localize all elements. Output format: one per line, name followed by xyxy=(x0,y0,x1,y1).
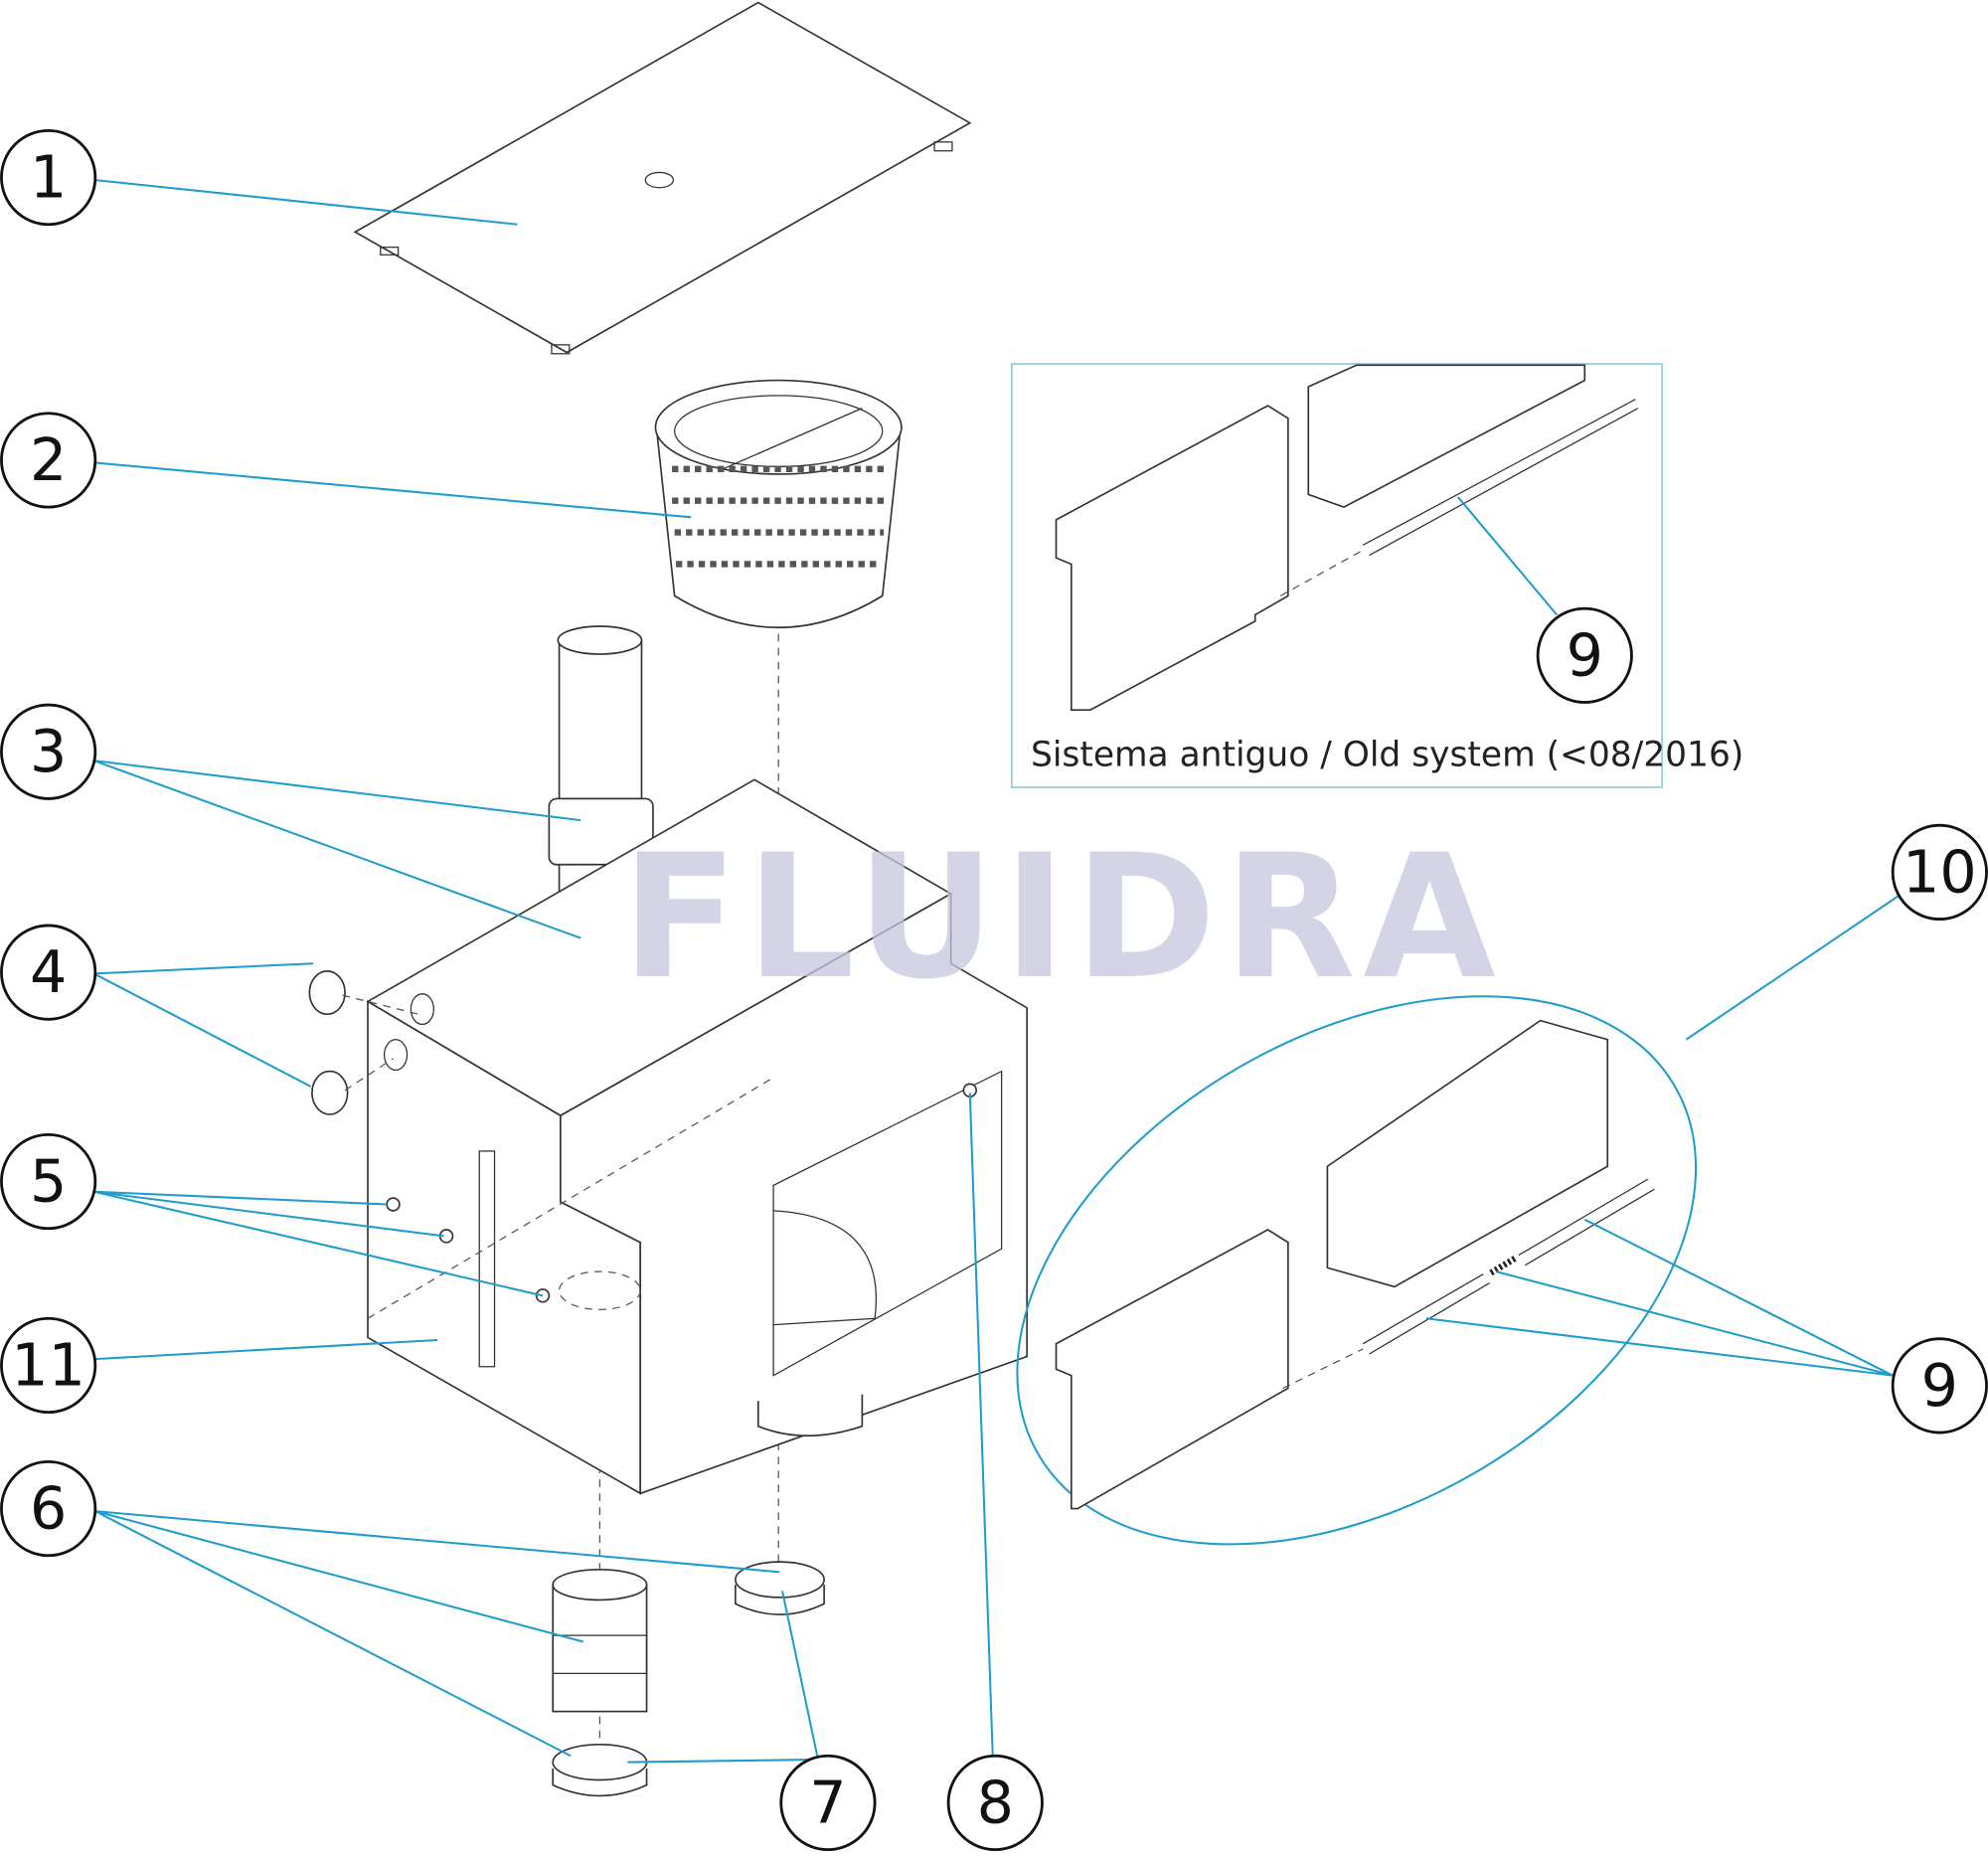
callout-7: 7 xyxy=(779,1754,877,1852)
skimmer-body xyxy=(366,778,1028,1495)
threaded-adapter-and-plugs xyxy=(552,1561,825,1797)
svg-text:10: 10 xyxy=(1903,838,1977,906)
svg-text:8: 8 xyxy=(977,1769,1014,1836)
old-system-inset: Sistema antiguo / Old system (<08/2016) xyxy=(1011,363,1743,788)
svg-text:5: 5 xyxy=(30,1148,67,1216)
callout-9-inset: 9 xyxy=(1536,606,1633,704)
strainer-basket xyxy=(654,379,903,629)
fluidra-watermark: FLUIDRA xyxy=(621,817,1503,1017)
cover-plate xyxy=(353,1,972,355)
callout-5: 5 xyxy=(0,1132,97,1231)
svg-text:9: 9 xyxy=(1567,621,1603,689)
svg-text:9: 9 xyxy=(1921,1352,1958,1420)
leader-lines xyxy=(93,179,1903,1764)
flap-kit xyxy=(1016,995,1698,1546)
inset-caption: Sistema antiguo / Old system (<08/2016) xyxy=(1031,735,1743,774)
svg-text:1: 1 xyxy=(30,144,67,212)
plugs xyxy=(308,970,419,1115)
svg-text:6: 6 xyxy=(30,1475,67,1543)
svg-text:2: 2 xyxy=(30,426,67,494)
callout-1: 1 xyxy=(0,128,97,227)
svg-text:3: 3 xyxy=(30,718,67,785)
callout-6: 6 xyxy=(0,1459,97,1558)
svg-text:7: 7 xyxy=(809,1769,846,1836)
callout-8: 8 xyxy=(946,1754,1044,1852)
callout-2: 2 xyxy=(0,412,97,509)
callout-3: 3 xyxy=(0,703,97,800)
svg-text:11: 11 xyxy=(11,1331,85,1399)
callout-9: 9 xyxy=(1891,1337,1988,1434)
callout-4: 4 xyxy=(0,924,97,1021)
callout-10: 10 xyxy=(1891,823,1988,921)
callout-11: 11 xyxy=(0,1316,97,1415)
svg-text:4: 4 xyxy=(30,938,67,1006)
